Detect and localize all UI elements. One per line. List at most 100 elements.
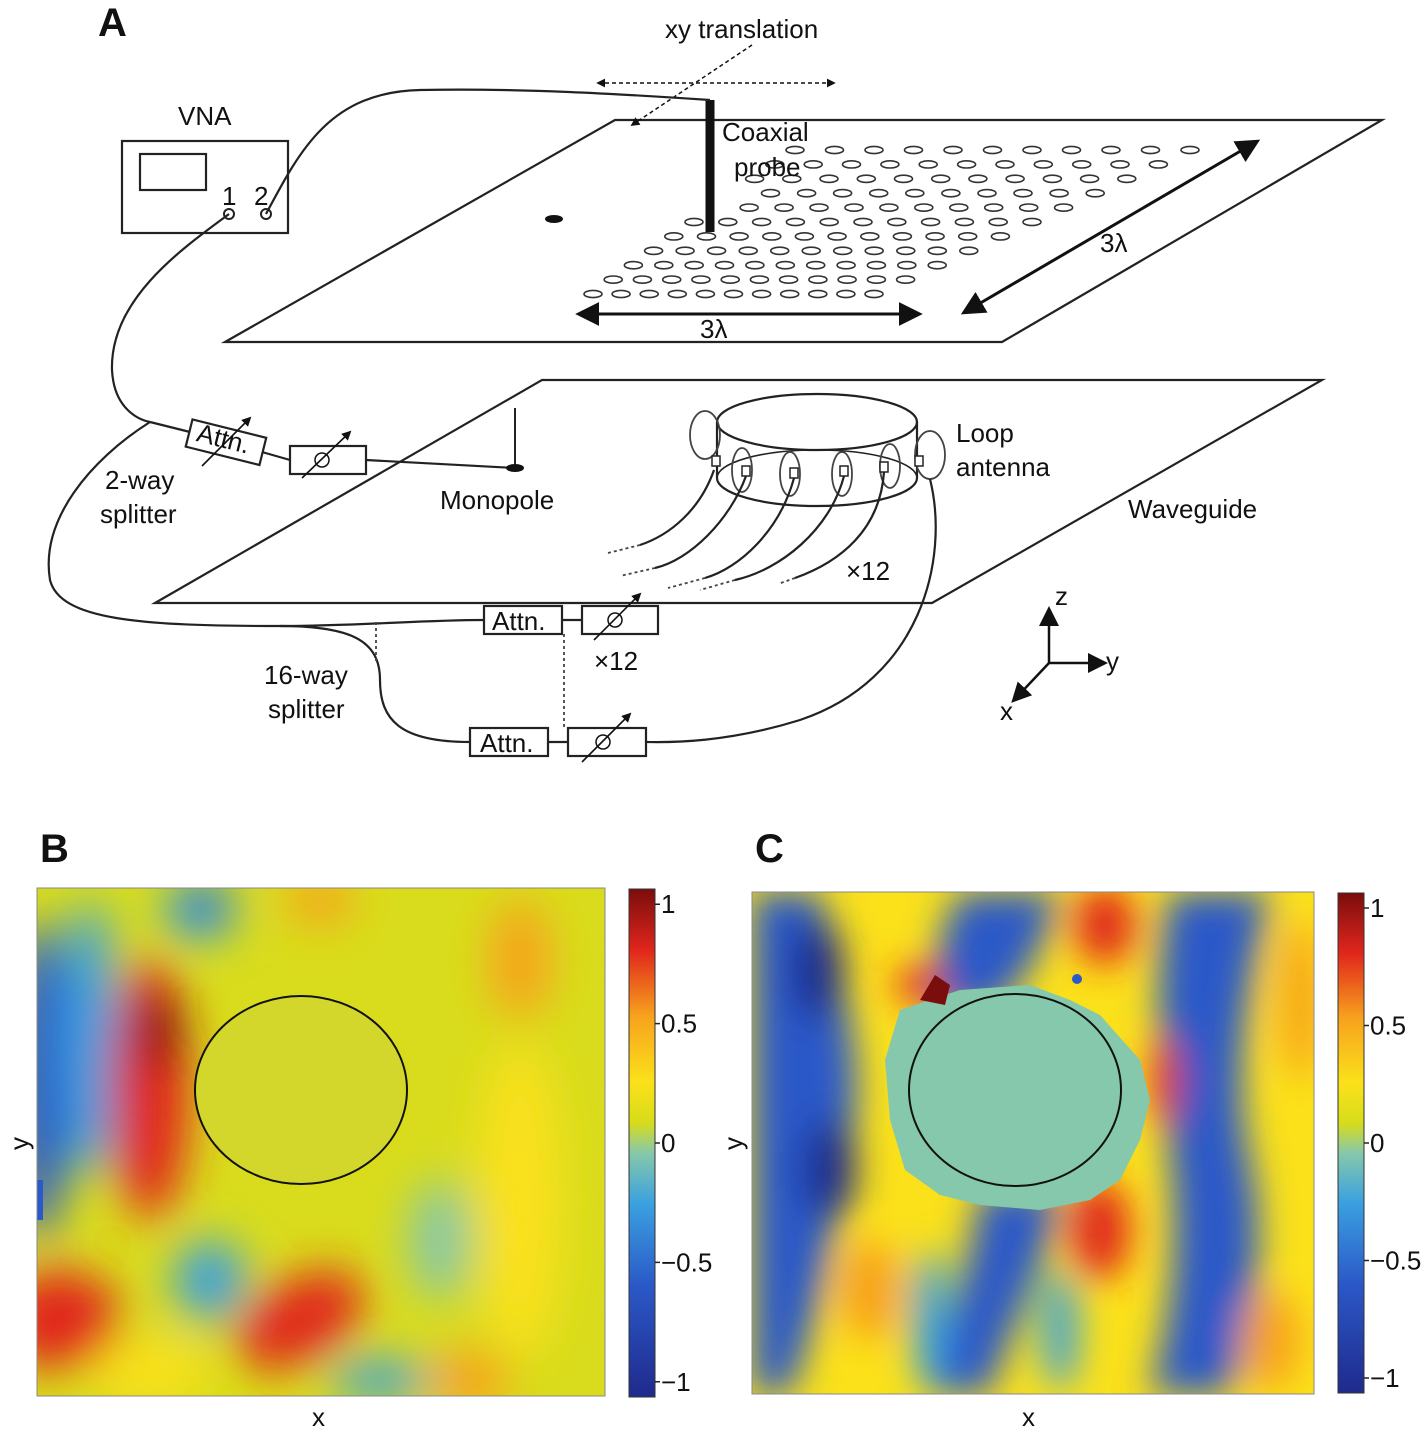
metamaterial-ring [836,289,856,299]
field-map-b [37,888,605,1396]
cable-to-monopole [365,458,516,470]
colorbar-tick-label: −0.5 [661,1247,712,1277]
metamaterial-ring [1180,145,1200,155]
waveguide-label: Waveguide [1128,494,1257,524]
metamaterial-ring [803,159,824,169]
metamaterial-ring [1071,159,1092,169]
x12-chain-label: ×12 [594,646,638,676]
metamaterial-ring [879,203,899,212]
metamaterial-ring [837,275,857,284]
metamaterial-ring [785,217,806,227]
metamaterial-ring [1085,188,1105,198]
phase-shifter-mid [580,604,660,636]
metamaterial-ring [903,145,924,155]
metamaterial-ring [832,188,853,198]
attn-label-bottom: Attn. [480,728,533,758]
colorbar-tick-label: −1 [661,1367,691,1397]
xy-translation-label: xy translation [665,14,818,44]
metamaterial-ring [948,203,969,212]
panel-b-frame [36,887,606,1397]
metamaterial-ring [868,188,889,198]
axis-z-label: z [1055,581,1068,611]
metamaterial-ring [696,231,717,241]
metamaterial-ring [1140,145,1161,155]
vna-port-1-label: 1 [222,181,236,211]
coaxial-label: Coaxial [722,117,809,147]
metamaterial-ring [778,275,799,284]
metamaterial-ring [925,231,945,241]
splitter-label-1: splitter [100,499,177,529]
metamaterial-ring [832,246,853,256]
panel-b-ylabel: y [4,1137,34,1150]
metamaterial-ring [809,203,829,212]
metamaterial-ring [706,246,727,256]
colorbar-b [628,888,656,1398]
metamaterial-ring [958,246,979,256]
metamaterial-ring [774,203,794,212]
metamaterial-ring [1013,188,1033,198]
metamaterial-ring [749,275,770,284]
metamaterial-ring [639,289,660,299]
probe-origin-dot [545,215,563,223]
attn-label-mid: Attn. [492,606,545,636]
metamaterial-ring [801,246,822,256]
metamaterial-ring [866,260,887,270]
metamaterial-ring [739,203,759,212]
metamaterial-ring [930,174,951,184]
two-way-label: 2-way [105,465,174,495]
axis-y-label: y [1106,646,1119,676]
colorbar-c [1337,892,1365,1394]
metamaterial-ring [764,159,785,169]
field-map-c [752,892,1314,1394]
metamaterial-ring [853,217,873,227]
metamaterial-ring-array [583,145,1200,299]
panel-c-ylabel: y [718,1137,748,1150]
metamaterial-ring [760,188,781,198]
cable-port2-probe [265,88,711,215]
metamaterial-ring [844,203,864,212]
metamaterial-ring [864,246,885,256]
y-translation-arrow [630,44,753,126]
dimension-y-label: 3λ [1100,228,1127,258]
monopole-label: Monopole [440,485,554,515]
metamaterial-ring [720,275,741,284]
metamaterial-ring [895,275,916,284]
vna-label: VNA [178,101,232,131]
metamaterial-ring [977,188,997,198]
link-attn-phase-top [261,450,291,462]
metamaterial-ring [1022,145,1042,155]
metamaterial-ring [751,217,772,227]
metamaterial-ring [717,217,738,227]
probe-label: probe [734,152,801,182]
metamaterial-ring [892,231,913,241]
metamaterial-ring [827,231,847,241]
metamaterial-ring [896,260,917,270]
panel-a: A xy translation Coaxial probe 3λ 3λ VNA… [47,1,1387,763]
phase-bottom-variable-arrow [581,712,632,763]
colorbar-tick-label: 0.5 [1370,1011,1406,1041]
metamaterial-ring [856,174,877,184]
metamaterial-ring [761,231,782,241]
waveguide-plate [150,378,1327,605]
phase-shifter-bottom [566,726,648,758]
axis-x-label: x [1000,696,1013,726]
metamaterial-ring [864,145,884,155]
metamaterial-ring [603,275,624,284]
metamaterial-ring [751,289,772,299]
panel-b: B [4,827,712,1432]
dimension-y-arrow [960,139,1261,315]
metamaterial-ring [904,188,925,198]
metamaterial-ring [643,246,664,256]
metamaterial-ring [1018,203,1039,212]
metamaterial-ring [714,260,735,270]
metamaterial-ring [968,174,988,184]
metamaterial-ring [957,231,978,241]
metamaterial-ring [769,246,790,256]
metamaterial-ring [1005,174,1025,184]
metamaterial-ring [691,275,711,284]
metamaterial-ring [1148,159,1169,169]
panel-c-frame [751,891,1315,1395]
panel-b-letter: B [40,827,69,871]
phase-mid-variable-arrow [593,592,642,641]
